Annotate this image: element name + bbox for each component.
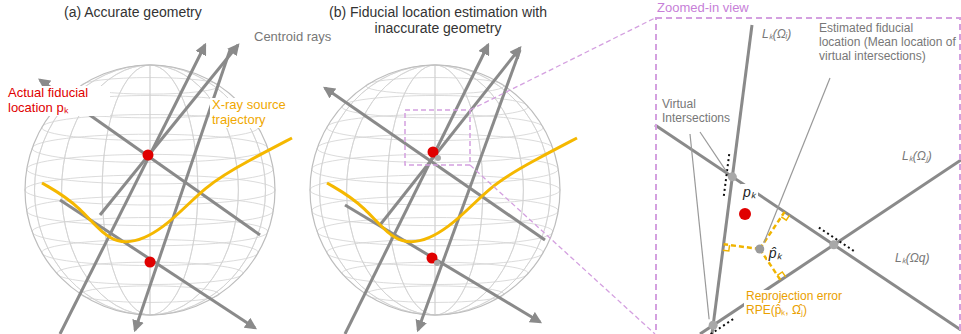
centroid-ray <box>135 50 230 330</box>
right-angle-mark <box>777 272 785 277</box>
actual-fiducial <box>739 208 751 220</box>
ray-label: Centroid rays <box>252 30 344 45</box>
virtual-intersection <box>829 240 838 249</box>
centroid-ray <box>345 45 488 334</box>
zoom-guide <box>470 165 655 334</box>
panel-title: (a) Accurate geometry <box>62 4 262 20</box>
source-trajectory <box>42 138 292 242</box>
trajectory-label: X-ray source trajectory <box>210 98 294 128</box>
line-label: Lₖ(Ωq) <box>893 252 931 266</box>
line-label: Lₖ(Ωⱼ) <box>900 150 934 164</box>
right-angle-mark <box>781 215 789 220</box>
fiducial-dot <box>143 150 154 161</box>
intersection-mark <box>819 228 856 252</box>
leader-line <box>764 78 830 243</box>
virtual-intersection <box>728 172 737 181</box>
right-angle-mark <box>723 245 730 251</box>
estimated-fiducial <box>755 244 764 253</box>
point-label: pₖ <box>741 184 758 200</box>
centroid-ray <box>100 45 238 215</box>
fiducial-label: Actual fiducial location pₖ <box>6 86 110 116</box>
line-label: Lₖ(Ωᵢ) <box>760 28 793 42</box>
virtual-intersection <box>709 321 718 330</box>
panel-title: (b) Fiducial location estimation with in… <box>318 4 558 36</box>
estimate-dot <box>434 260 440 266</box>
intersection-label: Virtual Intersections <box>660 98 732 126</box>
leader-line <box>700 132 727 173</box>
estimate-label: Estimated fiducial location (Mean locati… <box>817 22 958 63</box>
sphere-grid <box>310 65 560 315</box>
centroid-ray <box>325 88 545 240</box>
fiducial-dot <box>145 257 156 268</box>
panel-title: Zoomed-in view <box>655 0 961 15</box>
centroid-ray <box>345 205 540 322</box>
centroid-ray <box>712 25 752 334</box>
source-trajectory <box>327 138 577 242</box>
zoom-source-box <box>405 110 470 165</box>
leader-line <box>690 134 709 319</box>
centroid-ray <box>700 160 961 334</box>
point-label: p̂ₖ <box>767 245 784 261</box>
centroid-ray <box>418 50 520 330</box>
centroid-ray <box>655 125 961 330</box>
rpe-label: Reprojection error RPE(p̂ₖ, Ω̂ⱼ) <box>744 290 869 318</box>
estimate-dot <box>435 155 441 161</box>
centroid-ray <box>380 48 520 225</box>
intersection-mark <box>698 318 735 334</box>
